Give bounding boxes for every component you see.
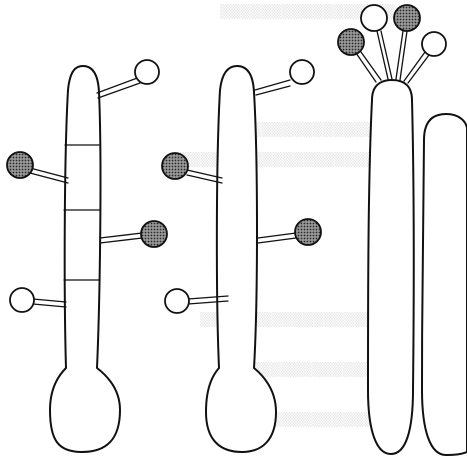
filled-cilium-knob xyxy=(338,29,364,55)
open-cilium-knob xyxy=(361,5,387,31)
segmented-cell-outline xyxy=(50,66,120,452)
open-cilium-knob xyxy=(422,32,446,56)
filled-cilium-knob xyxy=(295,219,321,245)
filled-cilium-knob xyxy=(141,221,167,247)
open-cilium-knob xyxy=(165,289,189,313)
panel-segmented-cell xyxy=(7,60,167,452)
filled-cilium-knob xyxy=(7,152,33,178)
unsegmented-cell-outline xyxy=(206,66,276,452)
open-cilium-knob xyxy=(135,60,159,84)
filled-cilium-knob xyxy=(162,153,188,179)
apical-tuft-cell-outline xyxy=(368,80,414,454)
open-cilium-knob xyxy=(290,60,314,84)
panel-bare-cell xyxy=(422,114,467,455)
bare-cell-outline xyxy=(422,114,467,455)
filled-cilium-knob xyxy=(394,5,420,31)
open-cilium-knob xyxy=(10,288,34,312)
panel-unsegmented-cell xyxy=(162,60,321,452)
